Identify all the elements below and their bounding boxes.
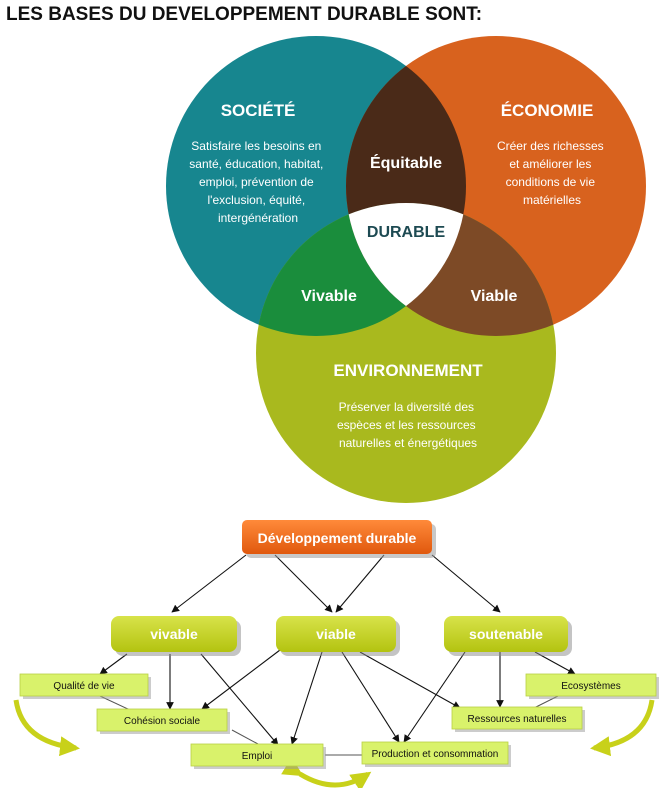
flow-diagram: Développement durable vivable viable sou… <box>13 520 659 788</box>
link-line <box>231 729 259 745</box>
economie-heading: ÉCONOMIE <box>501 101 594 120</box>
durable-label: DURABLE <box>367 224 446 241</box>
root-box <box>242 520 432 554</box>
pillar-label: soutenable <box>469 626 543 642</box>
item-ecosystemes: Ecosystèmes <box>525 673 659 699</box>
environnement-heading: ENVIRONNEMENT <box>333 361 483 380</box>
item-box <box>525 673 657 697</box>
pillar-box <box>276 616 396 652</box>
item-emploi: Emploi <box>190 743 326 769</box>
connector-arrow <box>335 554 385 613</box>
pillar-vivable: vivable <box>111 616 241 656</box>
societe-line: santé, éducation, habitat, <box>189 157 323 171</box>
connector-arrow <box>200 653 279 746</box>
item-box <box>190 743 324 767</box>
societe-line: emploi, prévention de <box>199 175 314 189</box>
economie-line: matérielles <box>523 193 581 207</box>
connector-arrow <box>359 651 461 709</box>
societe-line: l'exclusion, équité, <box>207 193 305 207</box>
item-box <box>361 741 509 765</box>
viable-region <box>346 203 556 336</box>
item-box <box>451 706 583 730</box>
right-curved-arrow <box>590 699 655 757</box>
environnement-line: Préserver la diversité des <box>339 400 474 414</box>
connector-arrow <box>403 651 466 743</box>
root-label: Développement durable <box>258 530 417 546</box>
vivable-label: Vivable <box>301 288 357 305</box>
pillar-soutenable: soutenable <box>444 616 572 656</box>
left-curved-arrow <box>13 699 80 757</box>
item-cohesion-sociale: Cohésion sociale <box>96 708 230 734</box>
item-label: Cohésion sociale <box>124 716 201 727</box>
connector-arrow <box>431 554 501 613</box>
item-ressources-naturelles: Ressources naturelles <box>451 706 585 732</box>
viable-label: Viable <box>471 288 518 305</box>
pillar-box <box>444 616 568 652</box>
vivable-region <box>256 203 466 336</box>
connector-arrow <box>274 554 333 613</box>
item-label: Emploi <box>242 751 273 762</box>
item-box <box>19 673 149 697</box>
bottom-curved-arrow <box>281 757 372 788</box>
equitable-label: Équitable <box>370 153 442 172</box>
environnement-line: espèces et les ressources <box>337 418 476 432</box>
economie-line: Créer des richesses <box>497 139 604 153</box>
economie-line: et améliorer les <box>509 157 591 171</box>
item-label: Ecosystèmes <box>561 681 620 692</box>
pillar-box <box>111 616 237 652</box>
root-node: Développement durable <box>242 520 436 558</box>
flow-connectors <box>99 554 576 746</box>
connector-arrow <box>341 651 400 743</box>
connector-arrow <box>171 554 247 613</box>
societe-line: intergénération <box>218 211 298 225</box>
page-title: LES BASES DU DEVELOPPEMENT DURABLE SONT: <box>6 4 483 25</box>
environnement-line: naturelles et énergétiques <box>339 436 477 450</box>
venn-diagram: SOCIÉTÉ Satisfaire les besoins en santé,… <box>166 36 646 503</box>
economie-line: conditions de vie <box>506 175 596 189</box>
environnement-description: Préserver la diversité des espèces et le… <box>337 400 479 450</box>
item-production-et-consommation: Production et consommation <box>361 741 511 767</box>
connector-arrow <box>201 649 281 710</box>
pillar-label: viable <box>316 626 356 642</box>
societe-description: Satisfaire les besoins en santé, éducati… <box>189 139 326 225</box>
cycle-arrows <box>13 699 655 788</box>
connector-arrow <box>99 653 128 675</box>
item-label: Production et consommation <box>372 749 499 760</box>
societe-line: Satisfaire les besoins en <box>191 139 321 153</box>
item-label: Qualité de vie <box>53 681 115 692</box>
item-qualite-de-vie: Qualité de vie <box>19 673 151 699</box>
societe-heading: SOCIÉTÉ <box>221 101 296 120</box>
pillar-viable: viable <box>276 616 400 656</box>
item-box <box>96 708 228 732</box>
item-label: Ressources naturelles <box>468 714 567 725</box>
pillar-label: vivable <box>150 626 198 642</box>
economie-description: Créer des richesses et améliorer les con… <box>497 139 607 207</box>
connector-arrow <box>290 651 323 745</box>
